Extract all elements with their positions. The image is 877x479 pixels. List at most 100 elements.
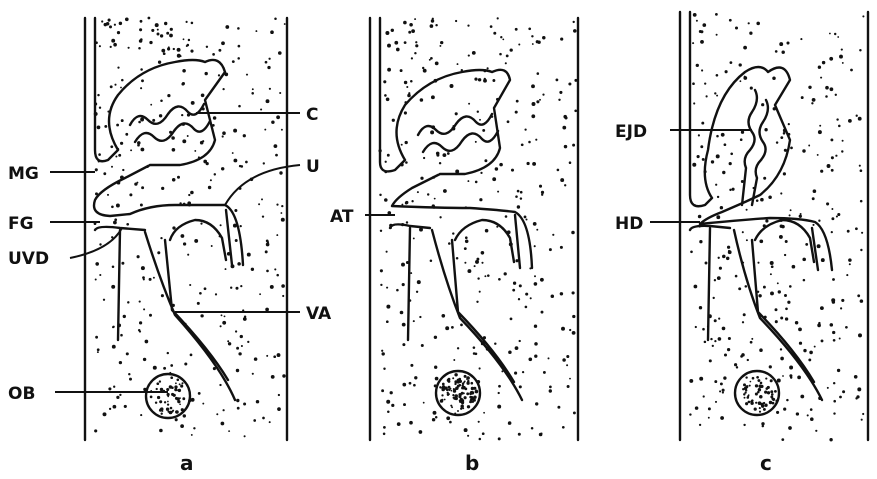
- stipple-dot: [143, 308, 145, 310]
- stipple-dot: [140, 118, 144, 122]
- stipple-dot: [812, 197, 815, 200]
- stipple-dot: [847, 230, 850, 233]
- stipple-dot: [857, 294, 860, 297]
- stipple-dot: [512, 289, 515, 292]
- stipple-dot: [833, 382, 835, 384]
- stipple-dot: [713, 297, 715, 299]
- stipple-dot: [262, 417, 265, 420]
- stipple-dot: [741, 131, 744, 134]
- stipple-dot: [104, 125, 107, 128]
- oocyte-dot: [175, 382, 177, 384]
- stipple-dot: [815, 430, 817, 432]
- stipple-dot: [559, 91, 562, 94]
- stipple-dot: [507, 120, 510, 123]
- stipple-dot: [572, 144, 575, 147]
- stipple-dot: [120, 334, 123, 337]
- stipple-dot: [741, 353, 745, 357]
- stipple-dot: [780, 224, 783, 227]
- stipple-dot: [277, 407, 281, 411]
- stipple-dot: [175, 418, 178, 421]
- oocyte-dot: [170, 407, 173, 410]
- stipple-dot: [230, 287, 232, 289]
- stipple-dot: [180, 424, 184, 428]
- stipple-dot: [722, 392, 724, 394]
- stipple-dot: [214, 173, 216, 175]
- stipple-dot: [103, 172, 106, 175]
- stipple-dot: [403, 21, 407, 25]
- stipple-dot: [560, 292, 563, 295]
- stipple-dot: [502, 39, 504, 41]
- stipple-dot: [191, 101, 195, 105]
- stipple-dot: [159, 114, 162, 117]
- stipple-dot: [431, 19, 434, 22]
- stipple-dot: [240, 285, 242, 287]
- stipple-dot: [277, 353, 281, 357]
- stipple-dot: [535, 402, 538, 405]
- stipple-dot: [860, 299, 864, 303]
- stipple-dot: [708, 407, 711, 410]
- stipple-dot: [819, 125, 821, 127]
- oocyte-dot: [757, 391, 760, 394]
- stipple-dot: [401, 263, 405, 267]
- oocyte-dot: [457, 410, 459, 412]
- stipple-dot: [119, 394, 121, 396]
- stipple-dot: [138, 121, 141, 124]
- stipple-dot: [251, 92, 254, 95]
- stipple-dot: [403, 403, 406, 406]
- oocyte-dot: [159, 380, 161, 382]
- stipple-dot: [255, 30, 257, 32]
- stipple-dot: [780, 348, 782, 350]
- stipple-dot: [155, 23, 159, 27]
- oocyte-dot: [179, 403, 181, 405]
- stipple-dot: [270, 30, 274, 34]
- stipple-dot: [111, 205, 114, 208]
- stipple-dot: [138, 329, 140, 331]
- stipple-dot: [95, 336, 98, 339]
- stipple-dot: [385, 161, 387, 163]
- stipple-dot: [569, 161, 572, 164]
- stipple-dot: [139, 301, 141, 303]
- stipple-dot: [531, 427, 534, 430]
- stipple-dot: [101, 20, 103, 22]
- stipple-dot: [139, 321, 142, 324]
- stipple-dot: [452, 232, 454, 234]
- stipple-dot: [524, 128, 526, 130]
- stipple-dot: [729, 162, 732, 165]
- stipple-dot: [862, 15, 864, 17]
- stipple-dot: [281, 205, 283, 207]
- stipple-dot: [746, 209, 748, 211]
- stipple-dot: [411, 200, 413, 202]
- stipple-dot: [391, 29, 394, 32]
- stipple-dot: [520, 197, 522, 199]
- stipple-dot: [820, 170, 823, 173]
- stipple-dot: [107, 194, 109, 196]
- stipple-dot: [464, 247, 467, 250]
- oocyte-dot: [460, 404, 463, 407]
- stipple-dot: [719, 267, 722, 270]
- stipple-dot: [423, 402, 425, 404]
- stipple-dot: [404, 41, 407, 44]
- stipple-dot: [413, 237, 415, 239]
- stipple-dot: [842, 390, 845, 393]
- stipple-dot: [181, 382, 183, 384]
- stipple-dot: [439, 45, 441, 47]
- stipple-dot: [276, 274, 279, 277]
- stipple-dot: [841, 150, 843, 152]
- stipple-dot: [829, 438, 832, 441]
- oocyte-dot: [166, 407, 169, 410]
- stipple-dot: [572, 315, 575, 318]
- stipple-dot: [818, 130, 822, 134]
- stipple-dot: [140, 148, 144, 152]
- oocyte-dot: [464, 375, 467, 378]
- stipple-dot: [161, 294, 164, 297]
- stipple-dot: [739, 63, 742, 66]
- stipple-dot: [420, 98, 424, 102]
- stipple-dot: [566, 355, 569, 358]
- oocyte-dot: [464, 380, 466, 382]
- stipple-dot: [551, 295, 555, 299]
- oocyte-dot: [167, 411, 169, 413]
- stipple-dot: [143, 278, 145, 280]
- oocyte-dot: [454, 373, 457, 376]
- stipple-dot: [409, 382, 412, 385]
- stipple-dot: [714, 279, 716, 281]
